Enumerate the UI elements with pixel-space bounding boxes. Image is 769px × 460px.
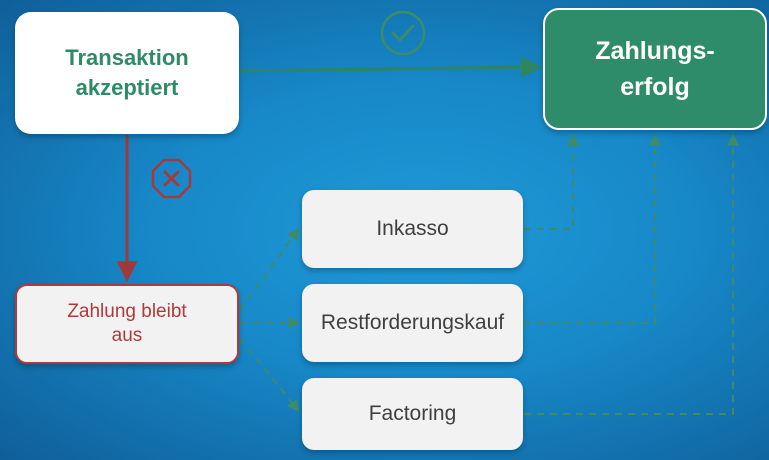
payment-success-node: Zahlungs-erfolg <box>543 8 767 130</box>
rest-to-success-dashed <box>524 133 661 324</box>
payment-missing-label: Zahlung bleibt aus <box>67 301 187 346</box>
x-octagon-icon <box>151 158 192 199</box>
accepted-to-success-arrow <box>239 56 543 78</box>
transaction-accepted-node: Transaktion akzeptiert <box>15 12 239 134</box>
restforderungskauf-label: Restforderungskauf <box>320 311 505 334</box>
inkasso-to-success-dashed <box>524 133 579 230</box>
missing-to-rest-dashed <box>239 316 301 329</box>
transaction-accepted-label: Transaktion akzeptiert <box>65 45 189 100</box>
factoring-label: Factoring <box>368 402 457 425</box>
payment-success-label: Zahlungs-erfolg <box>595 37 715 101</box>
check-circle-icon <box>380 10 426 56</box>
restforderungskauf-node: Restforderungskauf <box>302 284 523 362</box>
factoring-to-success-dashed <box>524 133 739 415</box>
missing-to-inkasso-dashed <box>239 228 300 311</box>
factoring-node: Factoring <box>302 378 523 450</box>
missing-to-factoring-dashed <box>239 337 300 412</box>
payment-missing-node: Zahlung bleibt aus <box>15 284 239 364</box>
inkasso-node: Inkasso <box>302 190 523 268</box>
inkasso-label: Inkasso <box>376 217 449 240</box>
